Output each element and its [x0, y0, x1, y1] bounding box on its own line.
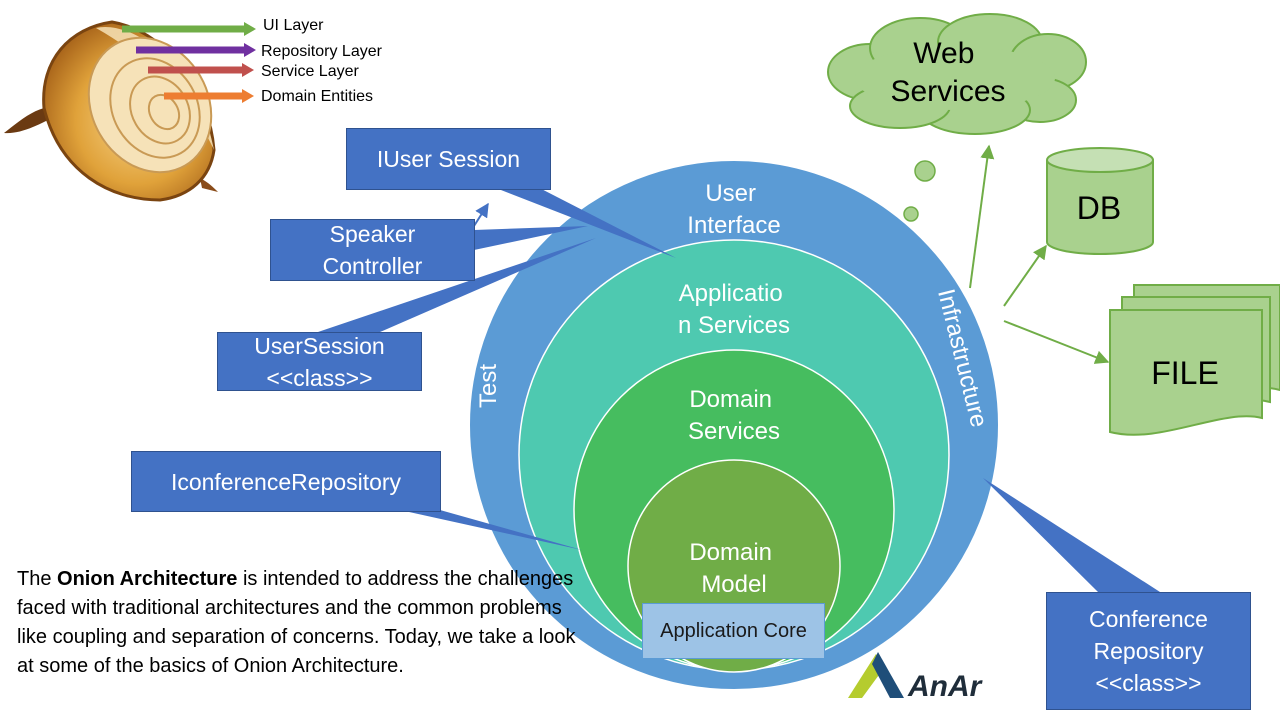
- conference-repository-line-1: Conference: [1089, 606, 1208, 632]
- legend-repository-layer: Repository Layer: [261, 43, 382, 60]
- user-session-line-2: <<class>>: [266, 364, 373, 391]
- domain-services-label: Domain Services: [688, 386, 780, 445]
- application-core-label: Application Core: [660, 619, 807, 642]
- speaker-controller-line-2: Controller: [322, 253, 423, 279]
- onion-rings: [468, 159, 1000, 691]
- legend-ui-layer: UI Layer: [263, 17, 324, 34]
- conference-repository-class-callout: Conference Repository <<class>>: [1046, 592, 1251, 710]
- logo-text: AnAr: [907, 670, 984, 703]
- infrastructure-arrows: [969, 144, 1110, 364]
- conference-repository-line-3: <<class>>: [1095, 670, 1202, 696]
- speaker-controller-callout: Speaker Controller: [270, 219, 475, 281]
- legend-domain-entities: Domain Entities: [261, 88, 374, 105]
- conference-repository-line-2: Repository: [1093, 638, 1204, 664]
- description-prefix: The: [17, 568, 58, 590]
- domain-model-label: Domain Model: [689, 539, 778, 598]
- onion-illustration: [4, 20, 218, 202]
- anar-logo: AnAr: [848, 652, 984, 703]
- callout-pointers: [318, 178, 1160, 592]
- iuser-session-callout: IUser Session: [346, 128, 551, 190]
- db-cylinder: [1046, 147, 1154, 255]
- application-core-box: Application Core: [642, 603, 825, 659]
- user-session-line-1: UserSession: [254, 332, 385, 359]
- web-services-label: Web Services: [890, 37, 1005, 108]
- iuser-session-text: IUser Session: [376, 146, 521, 172]
- test-label: Test: [475, 364, 502, 408]
- legend-arrows: [122, 22, 256, 103]
- iconference-repository-callout: IconferenceRepository: [131, 451, 441, 512]
- file-label: FILE: [1151, 355, 1219, 391]
- web-services-cloud: [827, 13, 1087, 256]
- application-services-label: Applicatio n Services: [678, 280, 790, 339]
- description-bold: Onion Architecture: [57, 568, 238, 590]
- user-session-class-callout: UserSession <<class>>: [217, 332, 422, 391]
- description-suffix: is intended to address the challenges fa…: [17, 568, 576, 677]
- description-paragraph: The Onion Architecture is intended to ad…: [17, 565, 587, 681]
- iconference-repository-text: IconferenceRepository: [170, 468, 402, 495]
- legend-service-layer: Service Layer: [261, 63, 359, 80]
- user-interface-label: User Interface: [687, 180, 780, 239]
- file-documents: [1109, 284, 1280, 436]
- speaker-controller-line-1: Speaker: [329, 221, 416, 247]
- db-label: DB: [1077, 190, 1121, 226]
